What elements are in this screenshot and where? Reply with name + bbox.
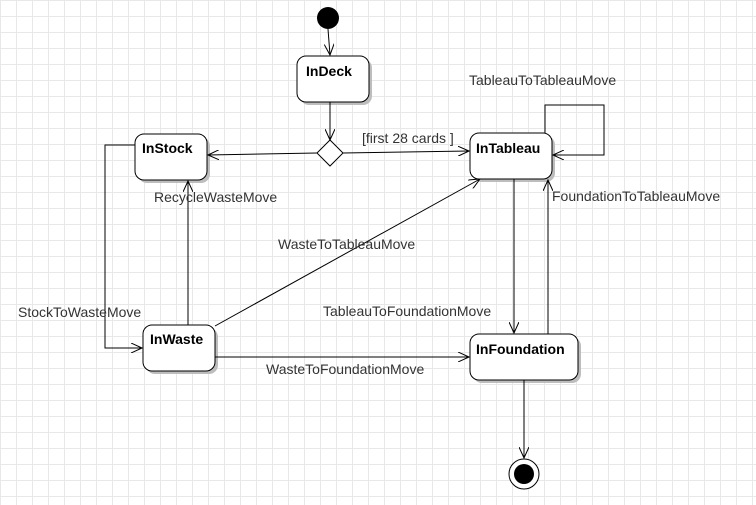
label-guard-first-28: [first 28 cards ] [362,130,454,146]
label-waste-to-foundation: WasteToFoundationMove [266,361,424,377]
final-node [508,458,540,490]
state-in-foundation-label: InFoundation [476,341,565,357]
label-foundation-to-tableau: FoundationToTableauMove [552,188,720,204]
label-tableau-to-tableau: TableauToTableauMove [469,72,616,88]
edge-decision-to-instock [208,153,318,155]
label-stock-to-waste: StockToWasteMove [18,304,141,320]
edge-decision-to-intableau [342,151,469,153]
state-in-tableau[interactable]: InTableau [469,132,555,182]
state-in-stock-label: InStock [142,140,193,156]
state-in-stock[interactable]: InStock [134,133,210,183]
edge-stock-to-waste [104,144,142,348]
label-waste-to-tableau: WasteToTableauMove [278,236,415,252]
state-in-tableau-label: InTableau [476,140,540,156]
state-in-deck[interactable]: InDeck [296,55,372,105]
state-in-waste-label: InWaste [150,331,203,347]
edge-initial-to-indeck [328,28,330,55]
label-recycle-waste: RecycleWasteMove [154,189,277,205]
label-tableau-to-foundation: TableauToFoundationMove [323,303,491,319]
initial-node [317,7,339,29]
edge-tableau-self-loop [544,104,605,155]
decision-node [316,139,344,167]
edge-waste-to-tableau [214,179,480,327]
state-in-deck-label: InDeck [306,63,352,79]
state-in-waste[interactable]: InWaste [142,324,218,374]
state-in-foundation[interactable]: InFoundation [469,333,581,383]
